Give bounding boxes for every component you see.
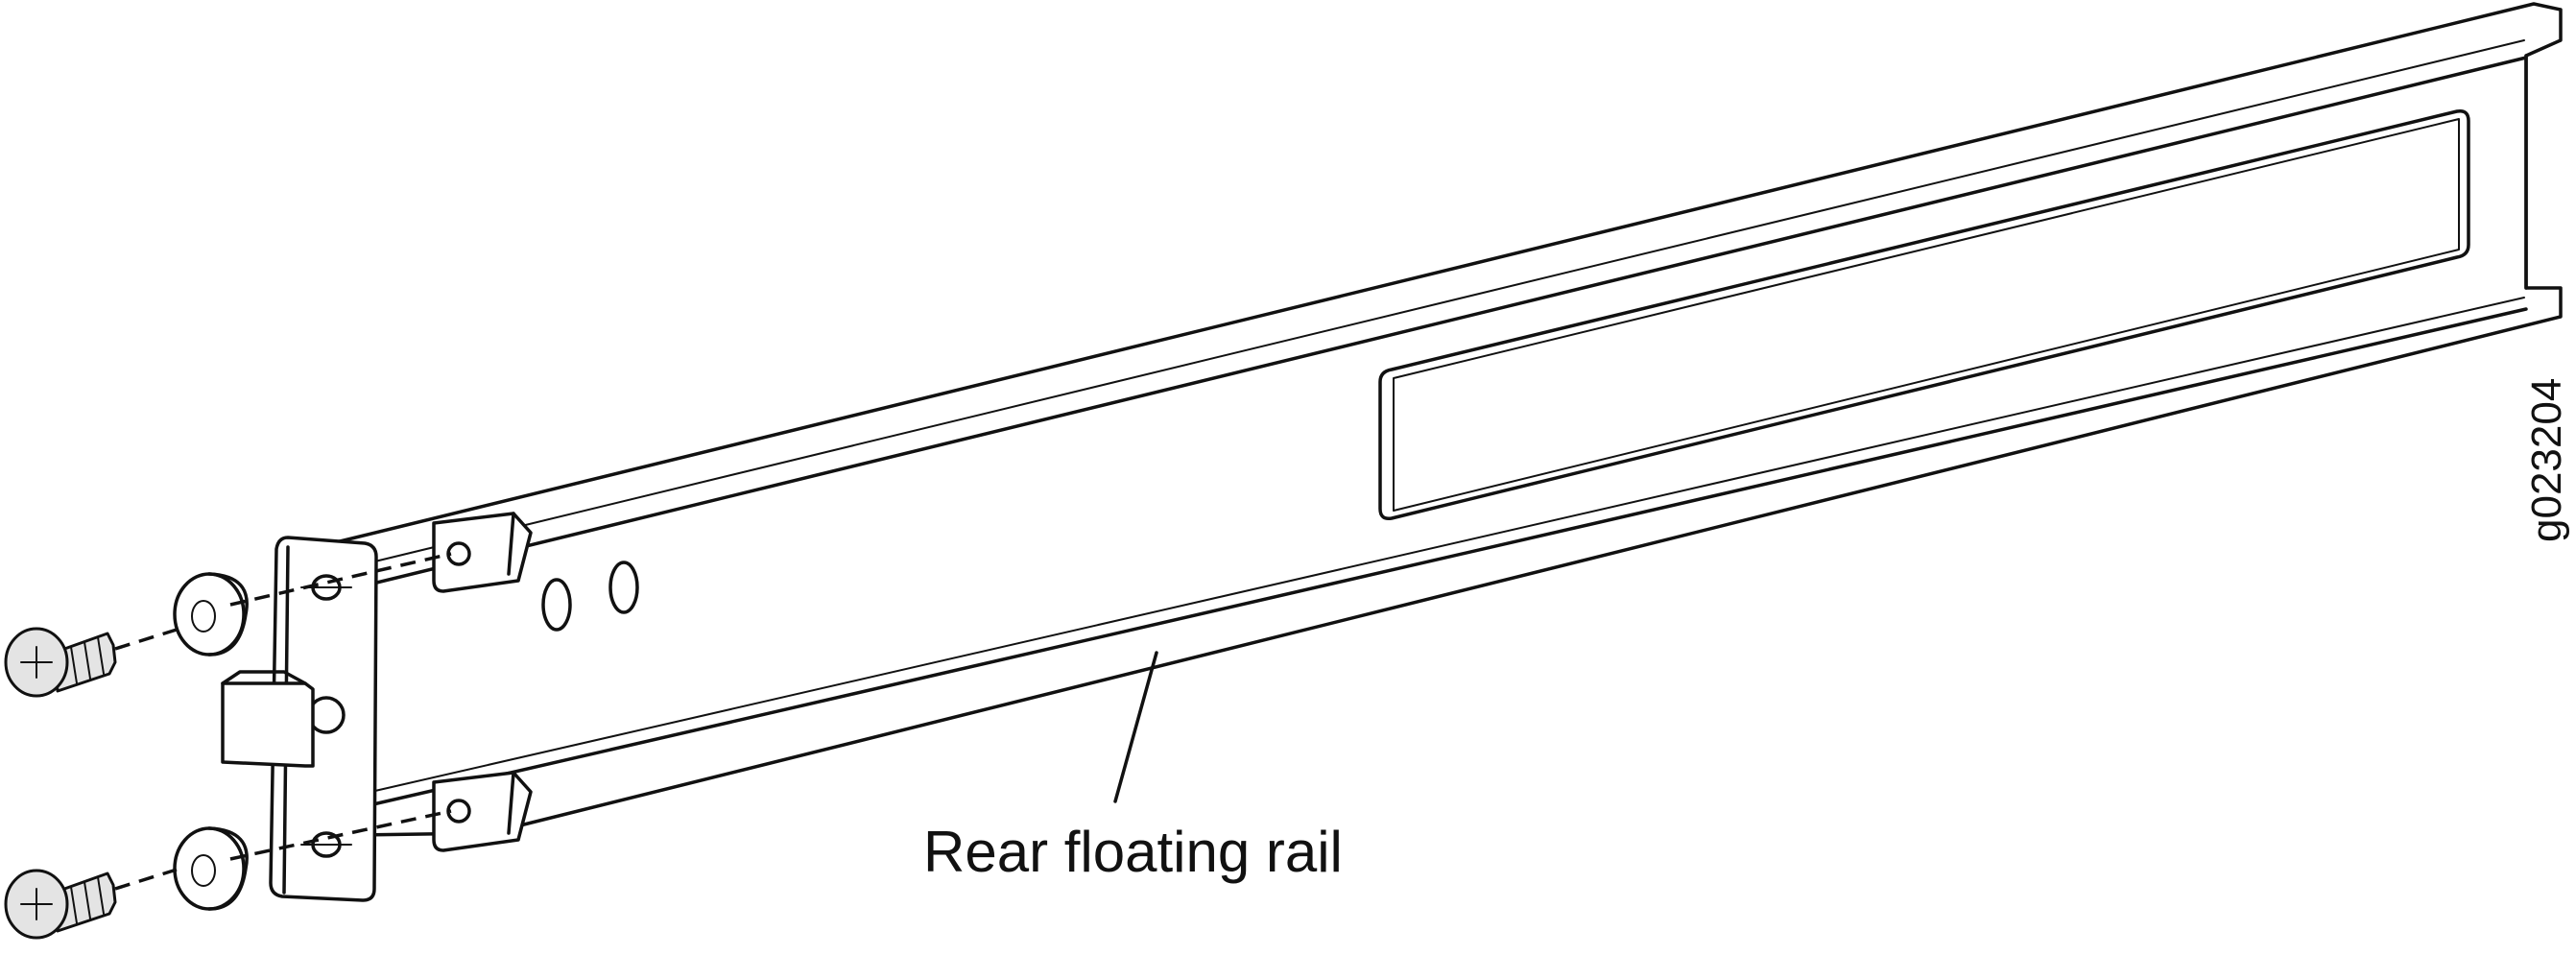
screw-thread-bottom bbox=[70, 876, 105, 924]
rear-floating-rail bbox=[334, 2, 2563, 837]
rail-slot-window-inner bbox=[1393, 118, 2460, 512]
screw-assembly-top bbox=[4, 552, 452, 698]
dashed-line-bottom-1 bbox=[114, 868, 178, 891]
rail-hole-2 bbox=[608, 561, 639, 614]
cage-nut-top-face bbox=[507, 512, 515, 576]
dashed-line-bottom-2 bbox=[229, 809, 452, 861]
cage-nut-bottom-face bbox=[507, 771, 515, 835]
cage-nut-top-body bbox=[432, 512, 533, 593]
rail-top-flange-line bbox=[354, 39, 2525, 567]
cage-nut-bottom-body bbox=[432, 771, 533, 852]
washer-top-rim bbox=[207, 572, 249, 657]
front-bracket bbox=[221, 536, 378, 902]
screw-phillips-bottom bbox=[20, 888, 53, 920]
figure-id: g023204 bbox=[2523, 378, 2570, 542]
callout-leader-line bbox=[1113, 651, 1158, 803]
bracket-latch-tab bbox=[221, 681, 315, 768]
screw-thread-top bbox=[70, 636, 105, 684]
rail-bottom-flange-line bbox=[363, 307, 2528, 808]
cage-nut-top-hole bbox=[446, 541, 471, 566]
washer-top-hole bbox=[191, 600, 216, 633]
dashed-line-top-2 bbox=[229, 552, 452, 607]
washer-bottom-hole bbox=[191, 854, 216, 887]
dashed-line-top-1 bbox=[114, 628, 178, 651]
rail-bottom-flange-line-2 bbox=[366, 297, 2525, 794]
cage-nut-bottom-hole bbox=[446, 799, 471, 824]
cage-nut-top bbox=[432, 512, 533, 593]
rail-slot-window bbox=[1378, 108, 2470, 521]
bracket-latch-tab-fold bbox=[221, 670, 307, 685]
screw-phillips-top bbox=[20, 646, 53, 679]
cage-nut-bottom bbox=[432, 771, 533, 852]
washer-bottom-rim bbox=[207, 826, 249, 911]
rail-top-flange-line-2 bbox=[355, 56, 2528, 589]
screw-assembly-bottom bbox=[4, 809, 452, 940]
callout-label: Rear floating rail bbox=[923, 820, 1343, 884]
rail-hole-1 bbox=[541, 578, 572, 632]
